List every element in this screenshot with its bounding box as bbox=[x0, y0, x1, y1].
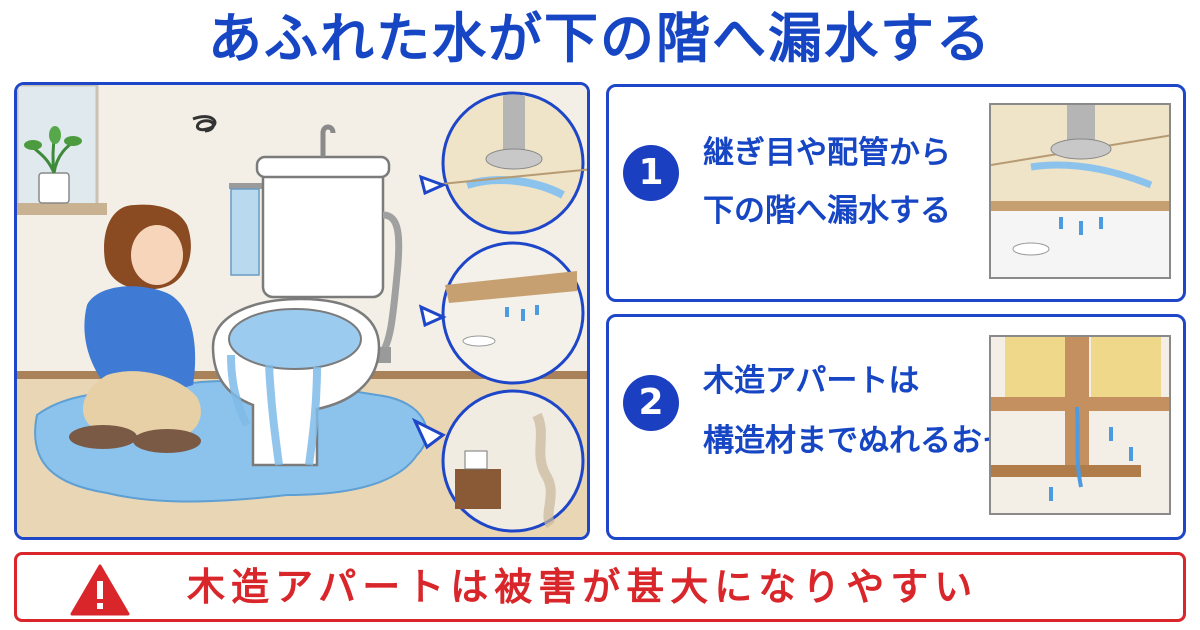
step-number-badge: 1 bbox=[623, 145, 679, 201]
card-2-line-1: 木造アパートは bbox=[703, 363, 920, 399]
info-card-1: 1 継ぎ目や配管から 下の階へ漏水する bbox=[606, 84, 1186, 302]
page-title: あふれた水が下の階へ漏水する bbox=[208, 7, 992, 70]
inset-pipe-leak bbox=[430, 91, 587, 235]
worry-swirl-icon bbox=[192, 115, 217, 133]
warning-text: 木造アパートは被害が甚大になりやすい bbox=[187, 565, 979, 609]
pipe-leak-icon bbox=[989, 103, 1171, 279]
warning-banner: 木造アパートは被害が甚大になりやすい bbox=[14, 552, 1186, 622]
warning-icon bbox=[70, 564, 130, 616]
plant-icon bbox=[24, 126, 82, 204]
towel-icon bbox=[229, 183, 263, 276]
inset-stained-wall bbox=[441, 389, 585, 533]
toilet-icon bbox=[211, 124, 403, 467]
step-number-badge: 2 bbox=[623, 375, 679, 431]
card-2-line-2: 構造材までぬれるおそれ bbox=[703, 423, 1044, 459]
card-1-line-1: 継ぎ目や配管から bbox=[703, 135, 951, 171]
toilet-overflow-illustration bbox=[17, 85, 587, 537]
wood-frame-wet-icon bbox=[989, 335, 1171, 515]
worried-woman-figure bbox=[69, 204, 201, 453]
illustration-panel bbox=[14, 82, 590, 540]
card-1-line-2: 下の階へ漏水する bbox=[703, 193, 951, 229]
info-card-2: 2 木造アパートは 構造材までぬれるおそれ bbox=[606, 314, 1186, 540]
inset-ceiling-drip bbox=[441, 241, 585, 385]
